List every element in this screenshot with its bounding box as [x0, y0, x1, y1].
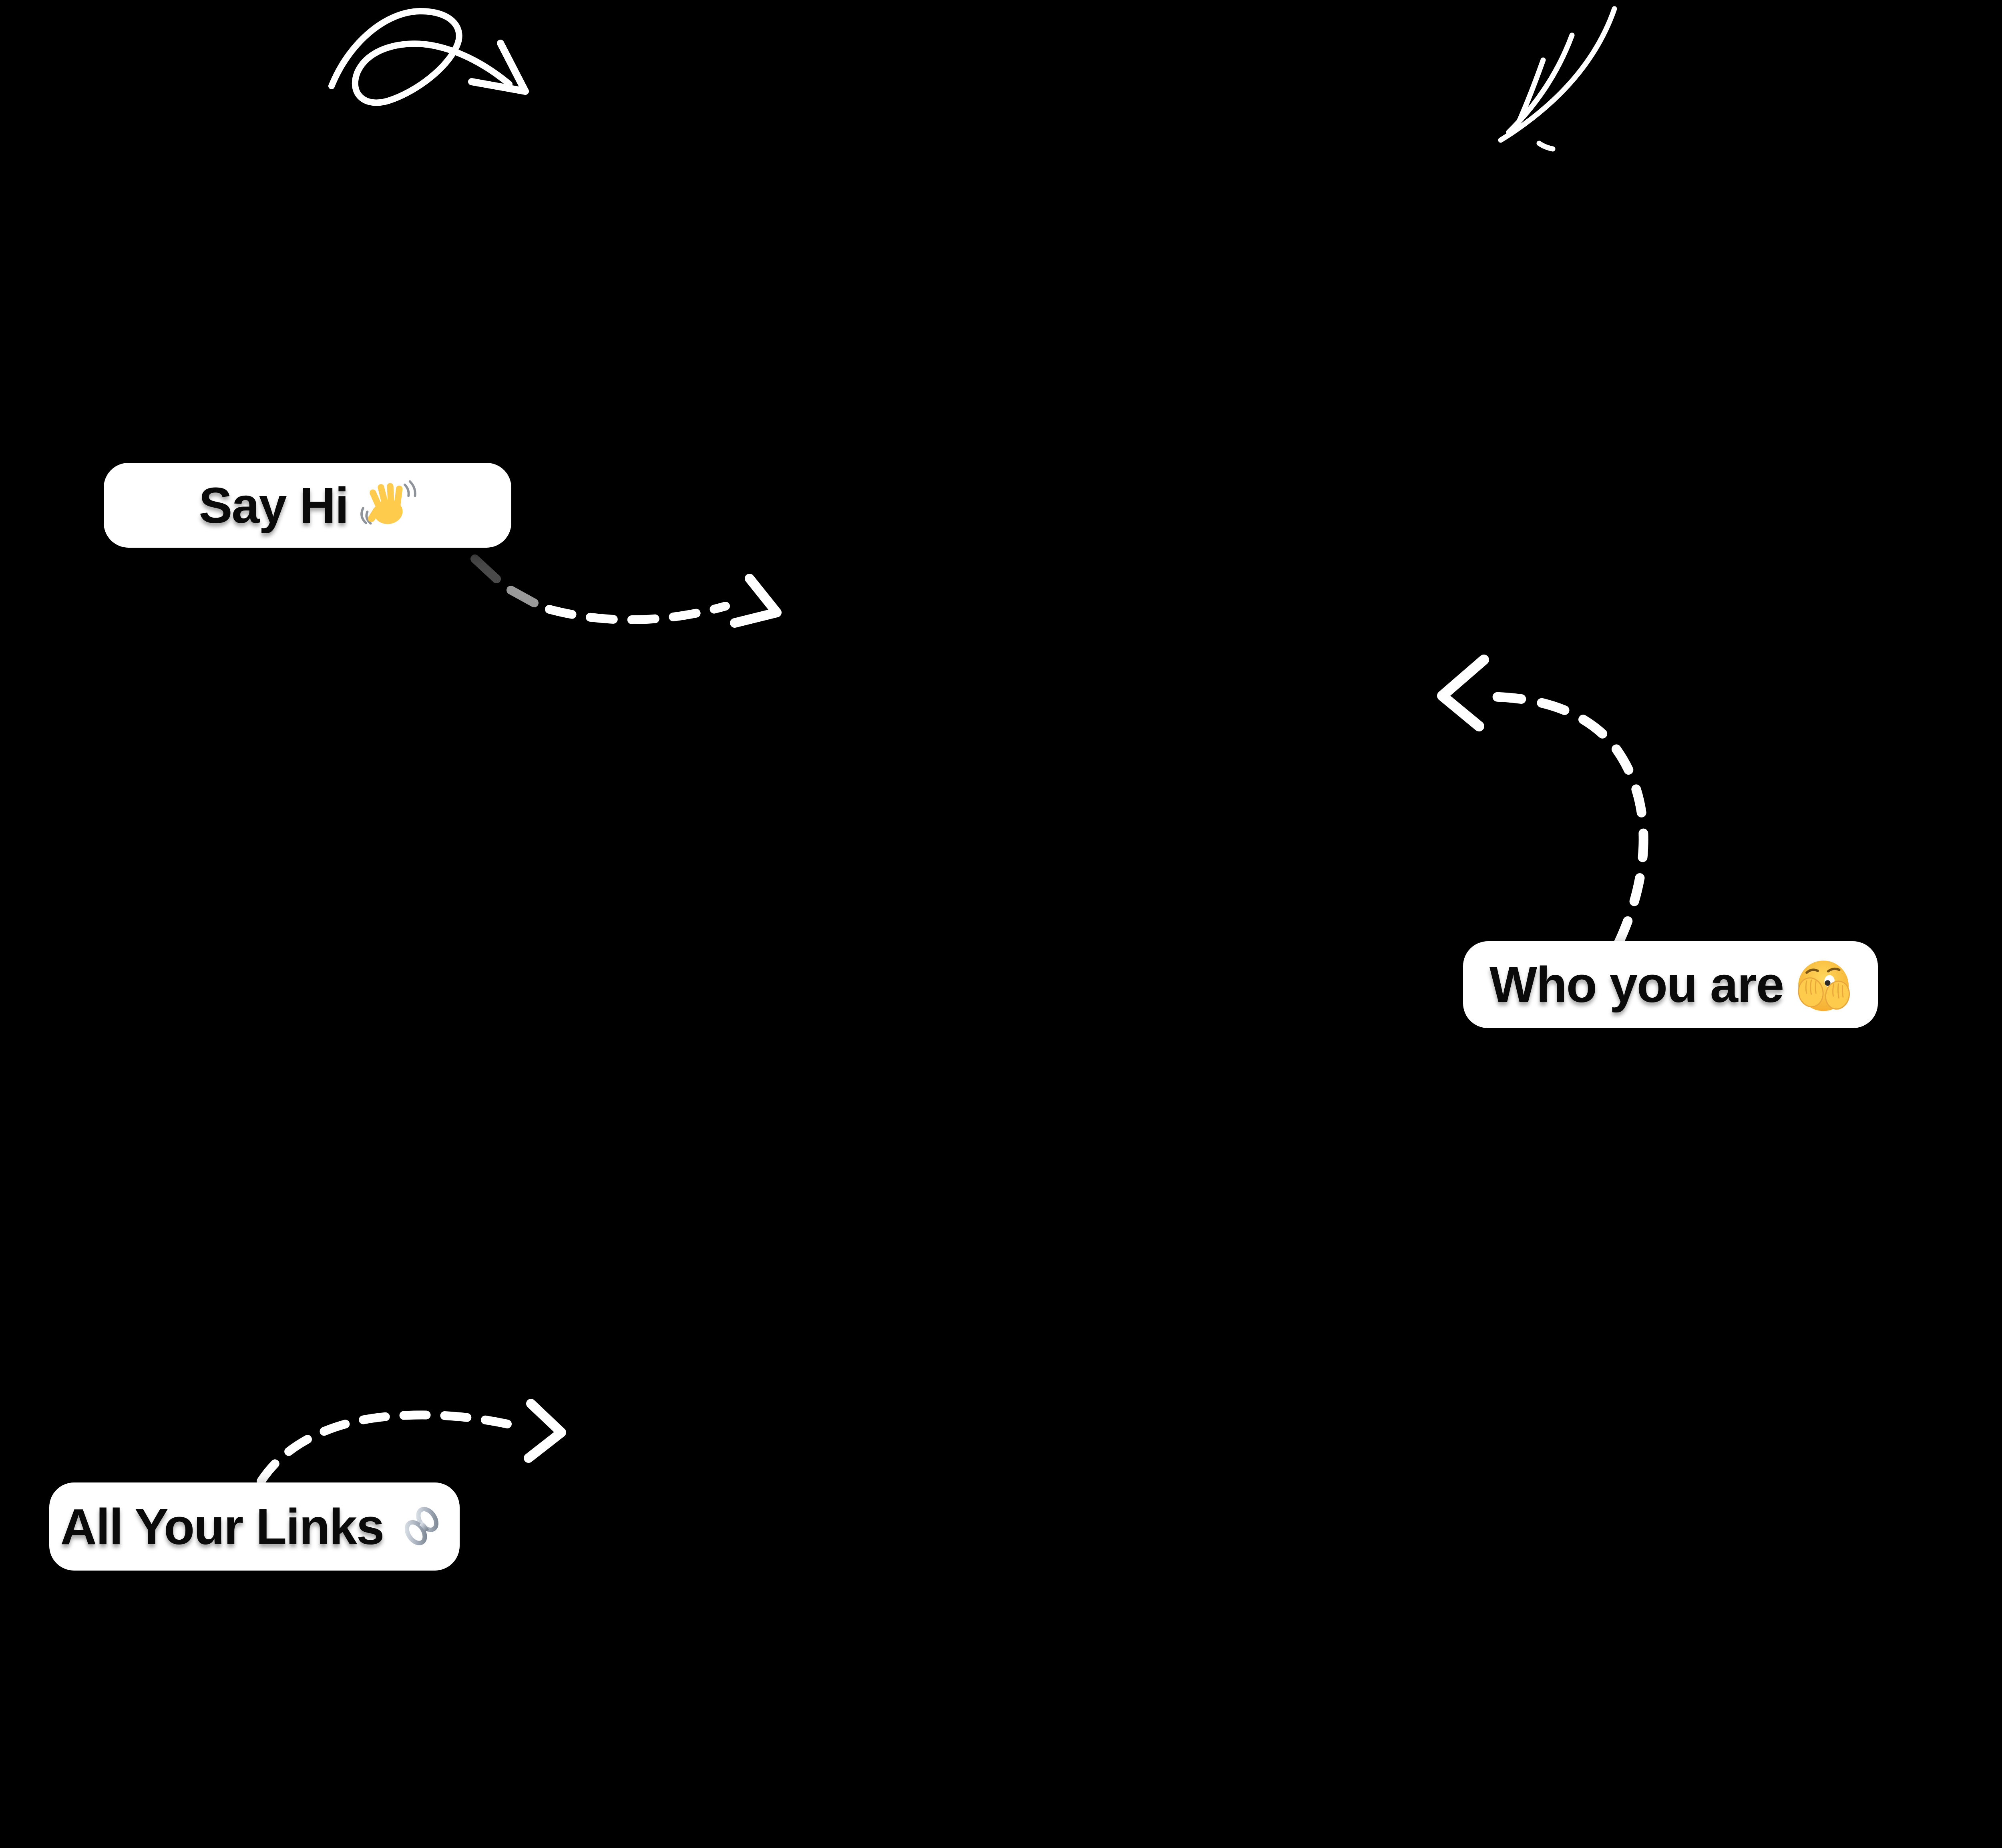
all-your-links-callout-pill: All Your Links — [49, 1482, 460, 1571]
face-with-peeking-eye-emoji-icon — [1798, 960, 1850, 1011]
arrowhead-up-right — [524, 1399, 566, 1463]
dashed-curve — [545, 602, 730, 624]
dash-fade-dark — [470, 554, 501, 583]
curly-arrow-stroke — [328, 8, 513, 106]
dashed-arrow-all-your-links — [257, 1399, 566, 1486]
link-emoji-icon — [405, 1507, 439, 1545]
dashed-curve — [257, 1410, 524, 1486]
dashed-arrow-say-hi — [470, 554, 782, 628]
arrowhead-left — [1437, 655, 1489, 731]
swoosh-tick — [1536, 141, 1556, 152]
who-you-are-label: Who you are — [1489, 956, 1784, 1013]
say-hi-callout-pill: Say Hi — [104, 463, 511, 548]
swoosh-line-long — [1498, 6, 1617, 143]
swoosh-lines-icon — [1498, 6, 1617, 152]
curly-arrow-icon — [328, 8, 529, 106]
curly-arrowhead — [468, 40, 529, 95]
waving-hand-emoji-icon — [360, 480, 416, 525]
who-you-are-callout-pill: Who you are — [1463, 941, 1878, 1028]
dashed-arrow-who-you-are — [1437, 655, 1648, 948]
arrowhead-right — [730, 574, 782, 628]
all-your-links-label: All Your Links — [60, 1498, 384, 1555]
dashed-curve — [1479, 692, 1648, 948]
swoosh-line-short — [1515, 57, 1546, 128]
dash-fade-gray — [507, 586, 539, 607]
say-hi-label: Say Hi — [199, 477, 349, 534]
